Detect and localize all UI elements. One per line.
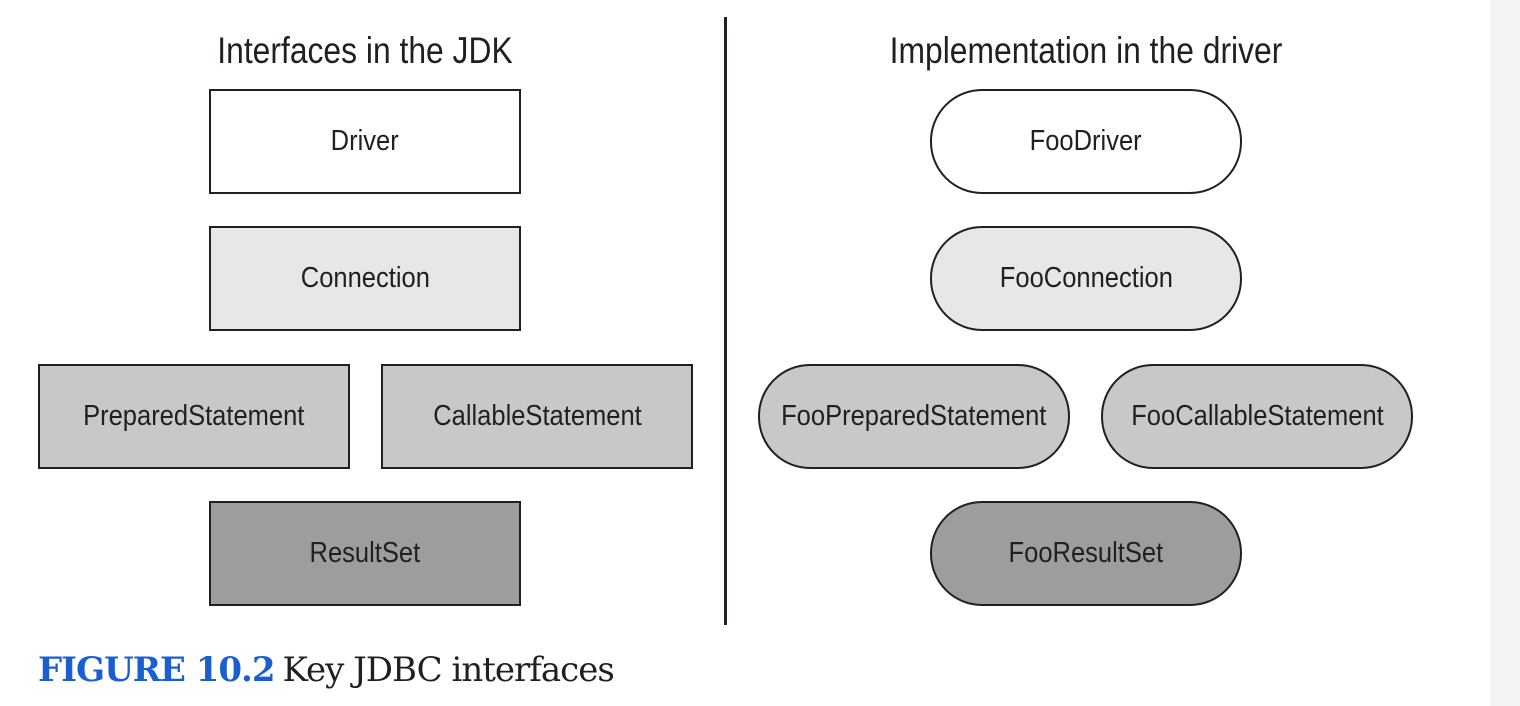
foo-callable-statement-box: FooCallableStatement	[1101, 364, 1413, 469]
foo-result-set-box: FooResultSet	[930, 501, 1242, 606]
prepared-statement-interface-label: PreparedStatement	[83, 400, 305, 432]
foo-driver-label: FooDriver	[1029, 125, 1143, 157]
left-column-heading: Interfaces in the JDK	[217, 30, 513, 71]
driver-interface-label: Driver	[330, 125, 400, 157]
foo-connection-box: FooConnection	[930, 226, 1242, 331]
foo-prepared-statement-label: FooPreparedStatement	[781, 400, 1047, 432]
result-set-interface-box: ResultSet	[209, 501, 521, 606]
foo-prepared-statement-box: FooPreparedStatement	[758, 364, 1070, 469]
connection-interface-label: Connection	[300, 262, 430, 294]
result-set-interface-label: ResultSet	[309, 537, 421, 569]
foo-result-set-label: FooResultSet	[1008, 537, 1164, 569]
page-margin-strip	[1490, 0, 1520, 706]
right-column-heading: Implementation in the driver	[889, 30, 1283, 71]
foo-driver-box: FooDriver	[930, 89, 1242, 194]
foo-connection-label: FooConnection	[999, 262, 1173, 294]
connection-interface-box: Connection	[209, 226, 521, 331]
callable-statement-interface-box: CallableStatement	[381, 364, 693, 469]
figure-number: FIGURE 10.2	[38, 650, 276, 690]
foo-callable-statement-label: FooCallableStatement	[1130, 400, 1384, 432]
prepared-statement-interface-box: PreparedStatement	[38, 364, 350, 469]
callable-statement-interface-label: CallableStatement	[432, 400, 642, 432]
figure-title: Key JDBC interfaces	[282, 650, 615, 690]
column-divider	[724, 17, 727, 625]
driver-interface-box: Driver	[209, 89, 521, 194]
